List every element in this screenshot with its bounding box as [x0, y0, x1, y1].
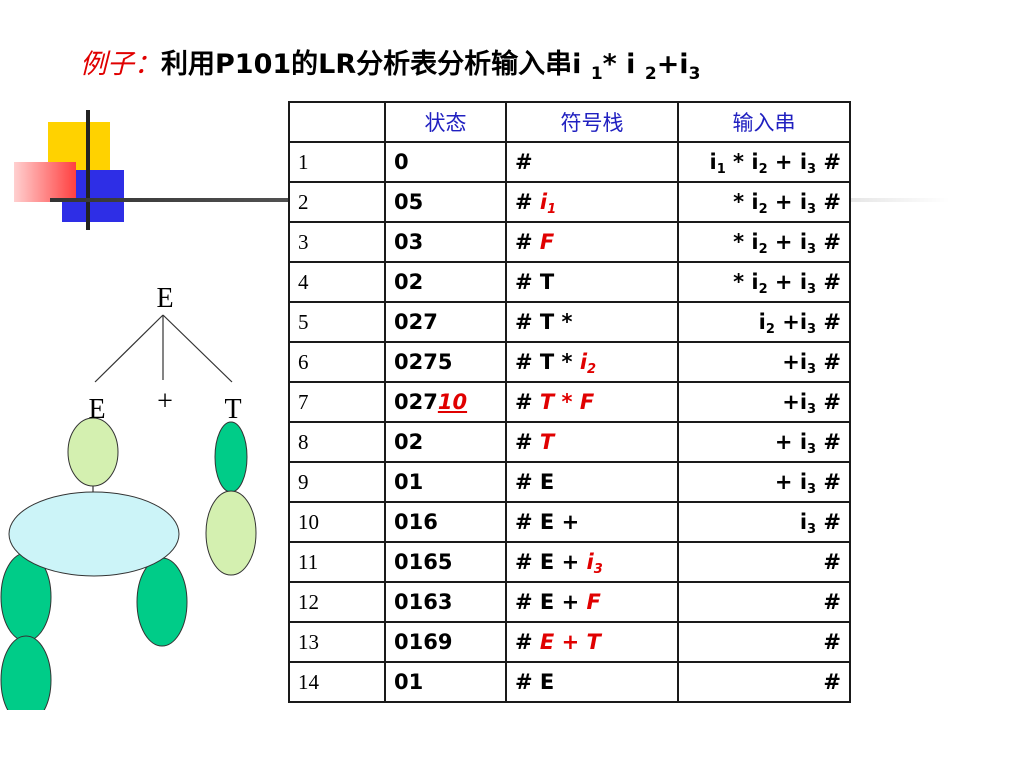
row-state: 02 — [384, 261, 507, 303]
row-input-string: i3 # — [677, 501, 851, 543]
row-input-string: * i2 + i3 # — [677, 261, 851, 303]
row-state: 0165 — [384, 541, 507, 583]
row-symbol-stack: # T — [505, 261, 679, 303]
row-symbol-stack: # — [505, 141, 679, 183]
row-state: 027 — [384, 301, 507, 343]
row-index: 2 — [288, 181, 386, 223]
row-symbol-stack: # E + i3 — [505, 541, 679, 583]
row-state: 03 — [384, 221, 507, 263]
tree-child-e-label: E — [88, 394, 105, 425]
row-state: 0275 — [384, 341, 507, 383]
row-input-string: * i2 + i3 # — [677, 181, 851, 223]
row-input-string: # — [677, 541, 851, 583]
row-state: 0169 — [384, 621, 507, 663]
row-input-string: i1 * i2 + i3 # — [677, 141, 851, 183]
tree-edge-right — [162, 314, 233, 383]
row-input-string: * i2 + i3 # — [677, 221, 851, 263]
title-lead: 例子： — [80, 49, 161, 80]
node-oval-left-2 — [0, 635, 52, 710]
tree-child-t-label: T — [224, 394, 241, 425]
parse-tree-graphic: E E + T — [0, 283, 257, 710]
row-input-string: # — [677, 621, 851, 663]
row-index: 3 — [288, 221, 386, 263]
row-input-string: # — [677, 581, 851, 623]
row-index: 6 — [288, 341, 386, 383]
header-index — [288, 101, 386, 143]
row-input-string: + i3 # — [677, 421, 851, 463]
table-header-row: 状态 符号栈 输入串 — [288, 101, 851, 143]
row-state: 0163 — [384, 581, 507, 623]
title-text: 利用P101的LR分析表分析输入串 — [161, 49, 573, 80]
row-index: 7 — [288, 381, 386, 423]
tree-edge-left — [94, 314, 164, 383]
row-input-string: +i3 # — [677, 341, 851, 383]
node-oval-large — [8, 491, 180, 577]
header-symbol-stack: 符号栈 — [505, 101, 679, 143]
row-symbol-stack: # T * — [505, 301, 679, 343]
row-index: 5 — [288, 301, 386, 343]
row-symbol-stack: # E + — [505, 501, 679, 543]
row-symbol-stack: # T * F — [505, 381, 679, 423]
row-input-string: # — [677, 661, 851, 703]
row-index: 8 — [288, 421, 386, 463]
row-index: 10 — [288, 501, 386, 543]
row-state: 02710 — [384, 381, 507, 423]
parse-tree: E E + T — [0, 270, 290, 710]
slide-title: 例子：利用P101的LR分析表分析输入串i 1* i 2+i3 — [80, 42, 701, 84]
row-symbol-stack: # E — [505, 661, 679, 703]
row-index: 1 — [288, 141, 386, 183]
row-state: 01 — [384, 461, 507, 503]
node-oval-e-left — [67, 417, 119, 487]
row-input-string: +i3 # — [677, 381, 851, 423]
row-index: 14 — [288, 661, 386, 703]
title-expression: i 1* i 2+i3 — [572, 49, 701, 84]
row-state: 05 — [384, 181, 507, 223]
row-state: 02 — [384, 421, 507, 463]
decor-vertical-line — [86, 110, 90, 230]
row-index: 9 — [288, 461, 386, 503]
row-state: 016 — [384, 501, 507, 543]
row-symbol-stack: # E + T — [505, 621, 679, 663]
row-symbol-stack: # E + F — [505, 581, 679, 623]
row-state: 0 — [384, 141, 507, 183]
row-index: 11 — [288, 541, 386, 583]
row-symbol-stack: # E — [505, 461, 679, 503]
header-state: 状态 — [384, 101, 507, 143]
tree-root-label: E — [156, 283, 173, 314]
row-index: 13 — [288, 621, 386, 663]
row-input-string: + i3 # — [677, 461, 851, 503]
row-symbol-stack: # F — [505, 221, 679, 263]
header-input-string: 输入串 — [677, 101, 851, 143]
node-oval-right — [136, 557, 188, 647]
row-symbol-stack: # T — [505, 421, 679, 463]
row-index: 4 — [288, 261, 386, 303]
tree-child-plus-label: + — [157, 386, 173, 417]
decor-red-bar — [14, 162, 76, 202]
row-symbol-stack: # T * i2 — [505, 341, 679, 383]
row-symbol-stack: # i1 — [505, 181, 679, 223]
node-oval-t-bottom — [205, 490, 257, 576]
node-oval-t-top — [214, 421, 248, 493]
row-index: 12 — [288, 581, 386, 623]
row-state: 01 — [384, 661, 507, 703]
row-input-string: i2 +i3 # — [677, 301, 851, 343]
